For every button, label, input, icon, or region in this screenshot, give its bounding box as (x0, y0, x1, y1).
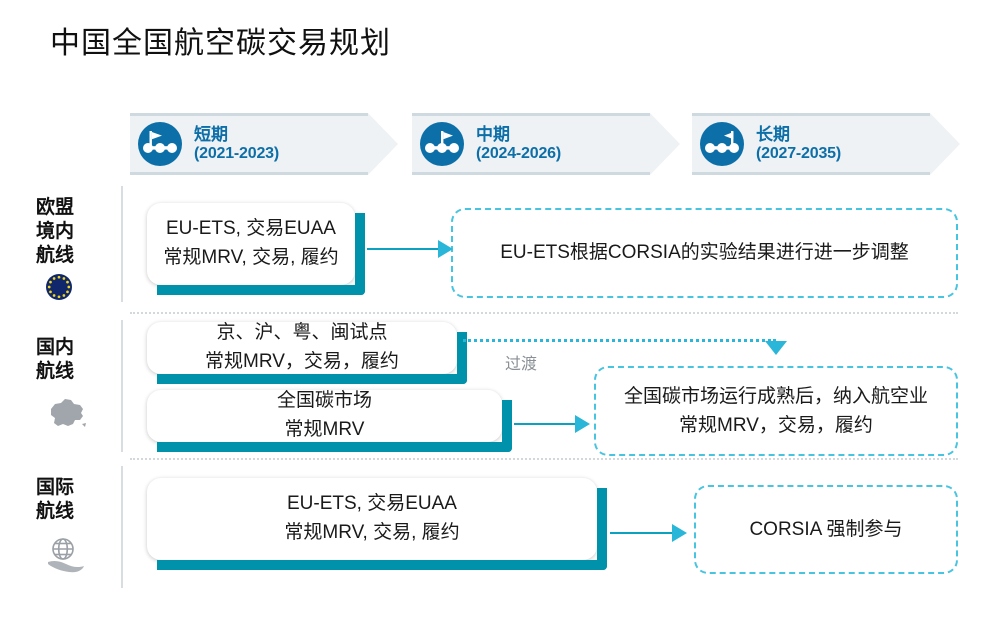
box-eu-long-term[interactable]: EU-ETS根据CORSIA的实验结果进行进一步调整 (451, 208, 958, 298)
row-label-line: 国际 (36, 477, 75, 498)
phase-years: (2021-2023) (194, 144, 279, 162)
box-eu-short-term[interactable]: EU-ETS, 交易EUAA 常规MRV, 交易, 履约 (147, 203, 365, 295)
timeline-phase-mid-term[interactable]: 中期 (2024-2026) (412, 113, 680, 175)
arrow-shaft (367, 248, 439, 250)
box-shadow-accent-side (355, 213, 365, 295)
box-text-line-1: 京、沪、粤、闽试点 (216, 322, 388, 344)
phase-label-long-term: 长期 (2027-2035) (756, 125, 841, 164)
box-text-line-2: 常规MRV (284, 419, 365, 440)
box-shadow-accent (157, 442, 512, 452)
row-label-line: 航线 (36, 500, 75, 522)
arrow-head (575, 415, 590, 433)
arrow-shaft (514, 423, 576, 425)
eu-flag-icon (44, 272, 74, 307)
box-shadow-accent-side (597, 488, 607, 570)
box-cn-future-aviation[interactable]: 全国碳市场运行成熟后，纳入航空业 常规MRV，交易，履约 (594, 366, 958, 456)
milestone-flag-icon (138, 122, 182, 166)
arrow-eu-short-to-long (367, 240, 453, 258)
box-text-line-1: CORSIA 强制参与 (749, 518, 903, 540)
arrow-head (438, 240, 453, 258)
milestone-flag-icon (420, 122, 464, 166)
row-label-line: 欧盟 (36, 197, 75, 218)
globe-in-hand-icon (44, 534, 92, 581)
phase-years: (2027-2035) (756, 144, 841, 162)
phase-name: 长期 (756, 124, 790, 144)
transition-label: 过渡 (505, 356, 538, 373)
chevron-bottom-rule (692, 172, 930, 175)
box-shadow-accent-side (502, 400, 512, 452)
box-shadow-accent (157, 374, 467, 384)
arrow-head (672, 524, 687, 542)
milestone-flag-icon (700, 122, 744, 166)
label-column-divider-row2 (121, 320, 123, 452)
box-intl-corsia[interactable]: CORSIA 强制参与 (694, 485, 958, 574)
box-text-line-2: 常规MRV, 交易, 履约 (284, 522, 460, 543)
box-text-line-2: 常规MRV, 交易, 履约 (163, 247, 339, 268)
row-label-line: 境内 (36, 220, 75, 242)
box-text-line-1: 全国碳市场 (276, 390, 372, 412)
phase-label-mid-term: 中期 (2024-2026) (476, 125, 561, 164)
box-text-line-1: EU-ETS, 交易EUAA (166, 218, 336, 240)
row-label-line: 航线 (36, 360, 75, 382)
box-shadow-accent-side (457, 332, 467, 384)
phase-name: 短期 (194, 124, 228, 144)
box-text-line-2: 常规MRV，交易，履约 (205, 351, 399, 372)
chevron-bottom-rule (412, 172, 650, 175)
row-label-eu-domestic: 欧盟 境内 航线 (36, 196, 122, 307)
box-text-line-2: 常规MRV，交易，履约 (679, 415, 873, 436)
box-shadow-accent (157, 560, 607, 570)
box-intl-short-term[interactable]: EU-ETS, 交易EUAA 常规MRV, 交易, 履约 (147, 478, 607, 570)
chevron-top-rule (412, 113, 650, 116)
box-text-line-1: 全国碳市场运行成熟后，纳入航空业 (623, 385, 928, 407)
row-label-line: 国内 (36, 337, 75, 358)
phase-name: 中期 (476, 124, 510, 144)
phase-label-short-term: 短期 (2021-2023) (194, 125, 279, 164)
box-cn-pilot[interactable]: 京、沪、粤、闽试点 常规MRV，交易，履约 (147, 322, 467, 384)
china-map-icon (44, 396, 90, 437)
chevron-top-rule (130, 113, 368, 116)
phase-years: (2024-2026) (476, 144, 561, 162)
chevron-top-rule (692, 113, 930, 116)
arrow-cn-national-to-future (514, 415, 590, 433)
box-shadow-accent (157, 285, 365, 295)
label-column-divider-row3 (121, 466, 123, 588)
transition-arrow-head-down (765, 341, 787, 355)
box-text-line-1: EU-ETS根据CORSIA的实验结果进行进一步调整 (500, 242, 909, 264)
transition-connector-horizontal (463, 339, 776, 342)
timeline-phase-short-term[interactable]: 短期 (2021-2023) (130, 113, 398, 175)
box-cn-national-market[interactable]: 全国碳市场 常规MRV (147, 390, 512, 452)
page-title: 中国全国航空碳交易规划 (50, 27, 391, 60)
arrow-intl-short-to-long (610, 524, 687, 542)
row-label-international: 国际 航线 (36, 476, 122, 581)
row-separator-1 (130, 312, 958, 314)
box-text-line-1: EU-ETS, 交易EUAA (287, 493, 457, 515)
arrow-shaft (610, 532, 673, 534)
row-label-line: 航线 (36, 244, 75, 266)
row-separator-2 (130, 458, 958, 460)
label-column-divider-row1 (121, 186, 123, 302)
row-label-china-domestic: 国内 航线 (36, 336, 122, 437)
timeline-phase-long-term[interactable]: 长期 (2027-2035) (692, 113, 960, 175)
chevron-bottom-rule (130, 172, 368, 175)
